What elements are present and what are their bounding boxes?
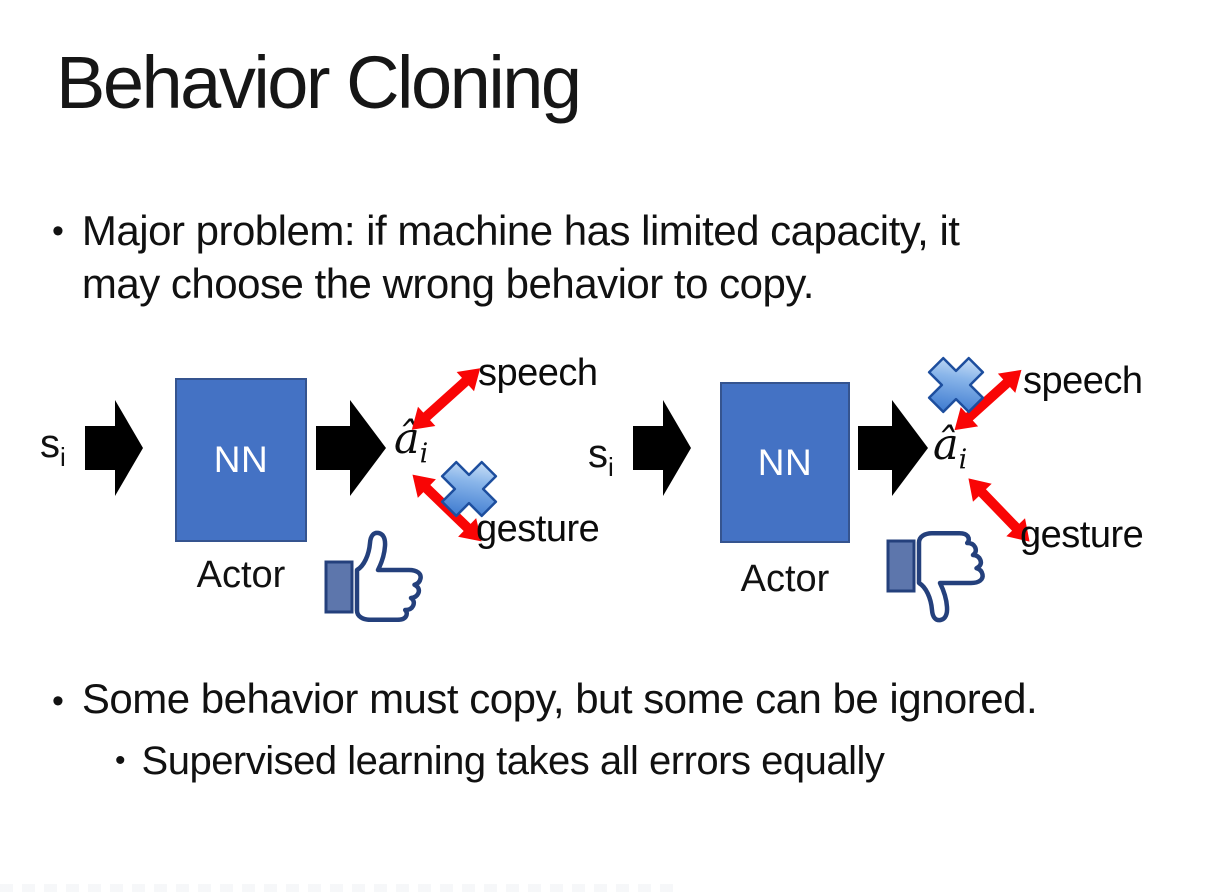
slide-title: Behavior Cloning [56, 41, 582, 124]
bullet-some-behavior: • Some behavior must copy, but some can … [52, 674, 1172, 728]
thumbs-up-icon [324, 530, 423, 622]
black-arrow-icon [85, 400, 143, 496]
bullet-dot: • [115, 744, 126, 777]
state-input-label: si [588, 432, 614, 482]
red-double-arrow-icon [954, 369, 1022, 431]
thumbs-down-icon [886, 530, 985, 623]
bullet-major-problem-line1: Major problem: if machine has limited ca… [81, 207, 960, 254]
bullet-dot: • [52, 212, 64, 250]
black-arrow-icon [316, 400, 386, 496]
nn-box: NN [175, 378, 307, 542]
actor-label: Actor [196, 554, 286, 596]
speech-label: speech [478, 352, 598, 394]
diagram-actor-left: si NN Actor âi speech [30, 350, 620, 640]
action-output-label: âi [933, 420, 968, 476]
red-double-arrow-icon [411, 368, 481, 430]
bullet-dot: • [52, 682, 64, 720]
bullet-some-behavior-text: Some behavior must copy, but some can be… [81, 674, 1038, 724]
nn-box-label: NN [213, 439, 269, 480]
cropped-content-artifact [0, 884, 680, 892]
bullet-supervised-line: Supervised learning takes all errors equ… [141, 739, 885, 783]
actor-label: Actor [740, 558, 830, 600]
speech-label: speech [1023, 360, 1143, 402]
nn-box-label: NN [757, 441, 813, 483]
gesture-label: gesture [476, 508, 600, 550]
bullet-major-problem-line2: may choose the wrong behavior to copy. [81, 260, 814, 307]
diagram-actor-right: si NN Actor âi [585, 350, 1210, 640]
black-arrow-icon [858, 400, 928, 496]
blue-cross-icon [440, 460, 498, 518]
bullet-supervised: • Supervised learning takes all errors e… [115, 736, 1165, 786]
state-input-label: si [40, 422, 66, 472]
blue-cross-icon [927, 356, 985, 414]
nn-box: NN [720, 382, 850, 543]
red-double-arrow-icon [968, 478, 1030, 542]
bullet-supervised-text: Supervised learning takes all errors equ… [142, 736, 885, 786]
bullet-major-problem-text: Major problem: if machine has limited ca… [82, 204, 960, 310]
black-arrow-icon [633, 400, 691, 496]
bullet-some-behavior-line: Some behavior must copy, but some can be… [81, 675, 1038, 722]
bullet-major-problem: • Major problem: if machine has limited … [52, 204, 1112, 310]
gesture-label: gesture [1020, 514, 1144, 556]
